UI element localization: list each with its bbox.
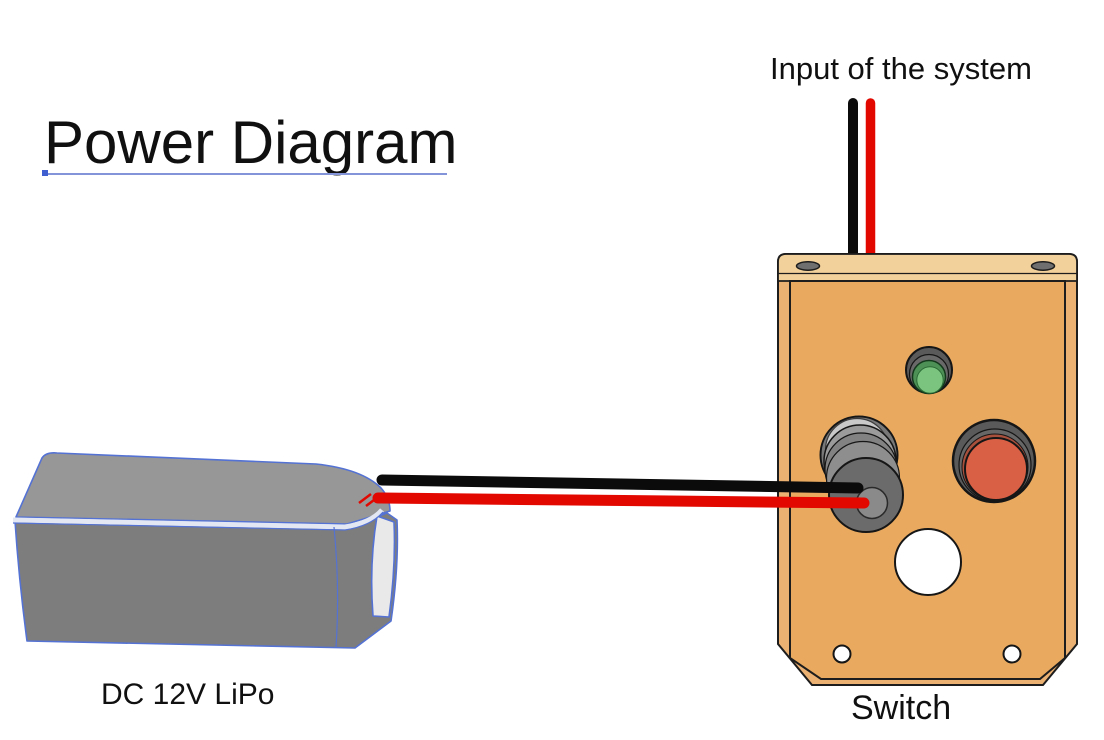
battery-seam-line <box>333 526 339 648</box>
battery-red-lead-hatch-1 <box>358 493 372 504</box>
battery-label: DC 12V LiPo <box>101 678 275 711</box>
input-of-system-label: Input of the system <box>770 51 1032 86</box>
battery-end-face <box>370 515 396 618</box>
battery-front-face <box>14 512 399 649</box>
screw-left <box>795 261 821 271</box>
battery-3d <box>12 452 399 649</box>
enclosure-front-face <box>789 280 1066 680</box>
enclosure-lid <box>777 253 1078 282</box>
system-input-wires <box>848 98 876 271</box>
panel-hole <box>894 528 962 596</box>
green-button-cap <box>916 366 944 394</box>
mount-hole-right <box>1002 644 1022 664</box>
battery-top-face <box>15 452 391 525</box>
battery-edge-highlight-outline <box>12 511 384 531</box>
title-underline <box>44 173 447 175</box>
red-push-button <box>951 418 1037 504</box>
battery-edge-highlight <box>12 508 384 530</box>
dc-jack-connector <box>819 415 904 533</box>
power-wire-red <box>372 492 870 509</box>
switch-label: Switch <box>851 689 952 727</box>
switch-enclosure <box>777 253 1078 686</box>
screw-right <box>1030 261 1056 271</box>
green-indicator-button <box>905 346 953 395</box>
red-button-cap <box>964 437 1028 501</box>
battery-to-switch-wires <box>372 474 870 509</box>
title-underline-dot <box>42 170 48 176</box>
mount-hole-left <box>832 644 852 664</box>
page-title: Power Diagram <box>44 109 458 176</box>
power-wire-black <box>376 474 864 494</box>
